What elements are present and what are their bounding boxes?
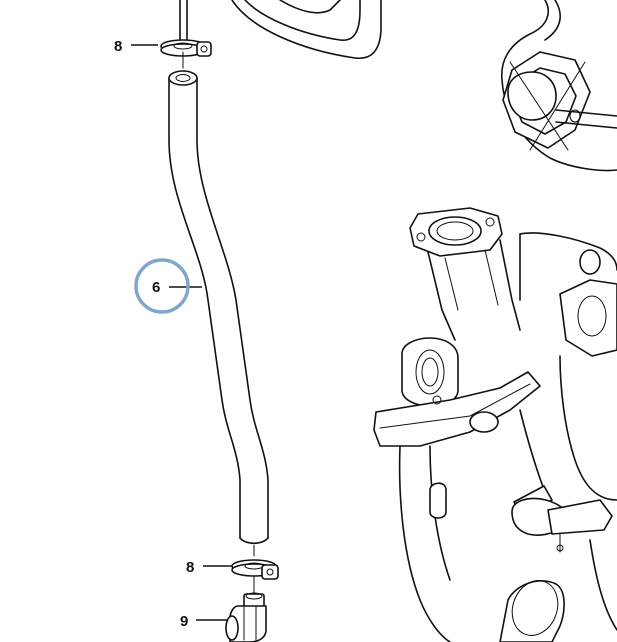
water-pump-housing [501,0,617,172]
upper-pipe [179,0,188,41]
upper-tank-outline [231,0,382,59]
bottom-hose-clamp [231,559,279,595]
thermostat-housing [373,207,617,642]
highlight-ring [134,258,190,314]
coolant-hose [168,70,269,557]
elbow-fitting [225,592,267,642]
callout-label-hose: 6 [152,279,160,296]
top-hose-clamp [160,39,212,69]
callout-label-top-clamp: 8 [114,38,122,55]
callout-label-elbow: 9 [180,613,188,630]
callout-label-bottom-clamp: 8 [186,559,194,576]
